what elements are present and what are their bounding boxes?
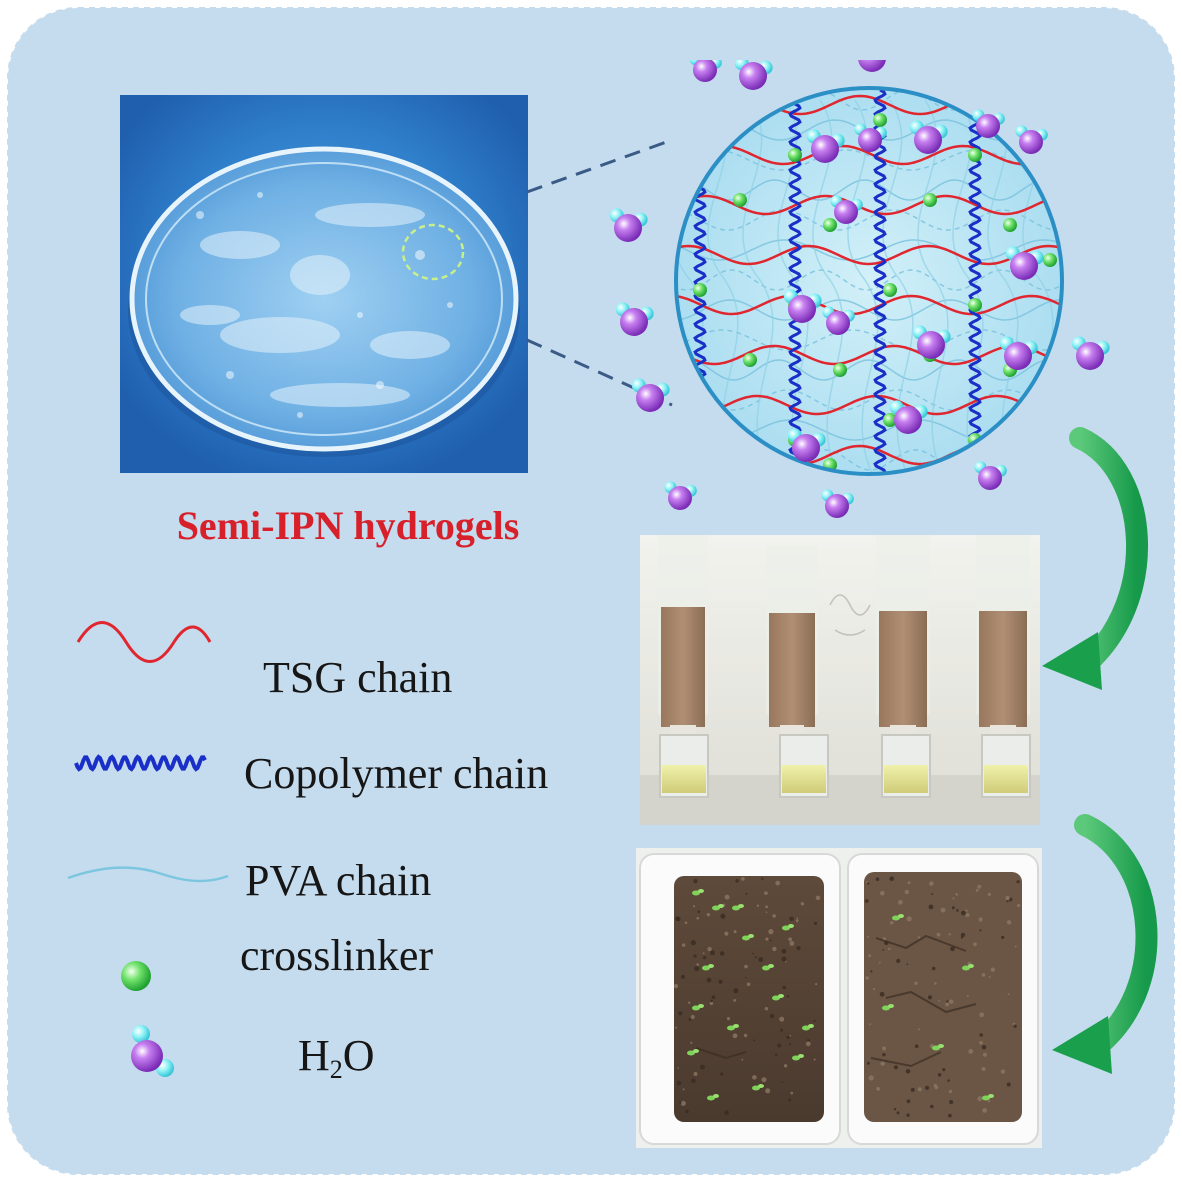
tsg-chain bbox=[676, 294, 1062, 316]
water-molecule bbox=[806, 129, 845, 163]
pva-chain bbox=[676, 389, 1062, 411]
petri-dish-illustration bbox=[120, 95, 528, 473]
seedling bbox=[982, 1095, 990, 1101]
crosslinker bbox=[733, 193, 747, 207]
pva-chain bbox=[676, 149, 1062, 171]
water-molecule bbox=[912, 325, 951, 359]
seedling bbox=[772, 995, 780, 1001]
copolymer-chain-swatch bbox=[74, 754, 207, 772]
hydrogel-petri-dish-photo bbox=[120, 95, 528, 473]
soil-tray-photo bbox=[636, 848, 1042, 1148]
crosslinker bbox=[788, 148, 802, 162]
seedling bbox=[692, 1005, 700, 1011]
pva-chain bbox=[847, 99, 879, 474]
soil-columns bbox=[658, 535, 1031, 798]
legend-copolymer-label: Copolymer chain bbox=[244, 749, 549, 798]
soil-tray-illustration bbox=[636, 848, 1042, 1148]
crosslinker-swatch bbox=[121, 961, 151, 991]
water-molecule bbox=[974, 461, 1007, 490]
legend-crosslinker-label: crosslinker bbox=[240, 931, 434, 980]
water-molecule bbox=[631, 378, 670, 412]
seedling bbox=[742, 935, 750, 941]
water-molecule bbox=[689, 60, 722, 82]
crosslinker bbox=[923, 193, 937, 207]
seedling bbox=[892, 915, 900, 921]
seedling bbox=[962, 965, 970, 971]
seedling bbox=[732, 905, 740, 911]
copolymer-chain bbox=[873, 88, 887, 474]
network-circle bbox=[676, 88, 1062, 474]
water-molecule bbox=[1071, 336, 1110, 370]
crosslinker bbox=[968, 298, 982, 312]
seedling bbox=[712, 905, 720, 911]
seedling bbox=[692, 890, 700, 896]
water-molecule bbox=[830, 195, 863, 224]
water-molecule bbox=[972, 109, 1005, 138]
seedling bbox=[782, 925, 790, 931]
water-molecule bbox=[787, 428, 826, 462]
seedling bbox=[727, 1025, 735, 1031]
tray-soil-left bbox=[674, 876, 824, 1122]
water-molecule bbox=[664, 481, 697, 510]
crosslinker bbox=[693, 283, 707, 297]
crosslinker bbox=[823, 218, 837, 232]
pva-chain bbox=[742, 99, 774, 474]
water-molecule bbox=[858, 60, 886, 72]
figure-title: Semi-IPN hydrogels bbox=[176, 503, 520, 548]
crosslinker bbox=[743, 353, 757, 367]
legend-water-label: H2O bbox=[298, 1031, 375, 1084]
crosslinker bbox=[883, 413, 897, 427]
legend-pva-label: PVA chain bbox=[245, 856, 432, 905]
seedling bbox=[707, 1095, 715, 1101]
water-molecule bbox=[822, 306, 855, 335]
water-molecule bbox=[734, 60, 773, 90]
crosslinker bbox=[968, 148, 982, 162]
crosslinker bbox=[883, 283, 897, 297]
water-molecule bbox=[615, 302, 654, 336]
water-molecule bbox=[1005, 246, 1044, 280]
zoom-highlight-circle bbox=[401, 223, 465, 281]
crosslinker bbox=[1043, 253, 1057, 267]
soil-column-photo bbox=[640, 535, 1040, 825]
seedling bbox=[882, 1005, 890, 1011]
water-molecule bbox=[854, 123, 887, 152]
seedling bbox=[687, 1050, 695, 1056]
tsg-chain bbox=[676, 194, 1062, 216]
soil-column-illustration bbox=[640, 535, 1040, 825]
water-swatch bbox=[131, 1025, 174, 1077]
water-molecule bbox=[999, 336, 1038, 370]
pva-chain bbox=[917, 99, 949, 474]
water-molecule bbox=[609, 208, 648, 242]
pva-chain bbox=[987, 99, 1019, 474]
pva-chain-swatch bbox=[67, 866, 229, 883]
crosslinker bbox=[873, 113, 887, 127]
seedling bbox=[932, 1045, 940, 1051]
water-molecule bbox=[889, 400, 928, 434]
seedling bbox=[762, 965, 770, 971]
crosslinker bbox=[833, 363, 847, 377]
water-molecule bbox=[1015, 125, 1048, 154]
hydrogel-network-schematic bbox=[609, 60, 1110, 518]
crosslinker bbox=[1003, 218, 1017, 232]
seedling bbox=[792, 1055, 800, 1061]
water-molecule bbox=[783, 289, 822, 323]
water-molecule bbox=[821, 489, 854, 518]
tsg-chain-swatch bbox=[76, 621, 212, 663]
seedling bbox=[702, 965, 710, 971]
water-molecule bbox=[909, 120, 948, 154]
tray-soil-right bbox=[864, 872, 1022, 1122]
legend-tsg-label: TSG chain bbox=[263, 653, 453, 702]
arrow-network-to-columns bbox=[1042, 427, 1148, 690]
seedling bbox=[752, 1085, 760, 1091]
seedling bbox=[802, 1025, 810, 1031]
arrow-columns-to-trays bbox=[1052, 814, 1158, 1074]
pva-chain bbox=[676, 179, 1062, 201]
